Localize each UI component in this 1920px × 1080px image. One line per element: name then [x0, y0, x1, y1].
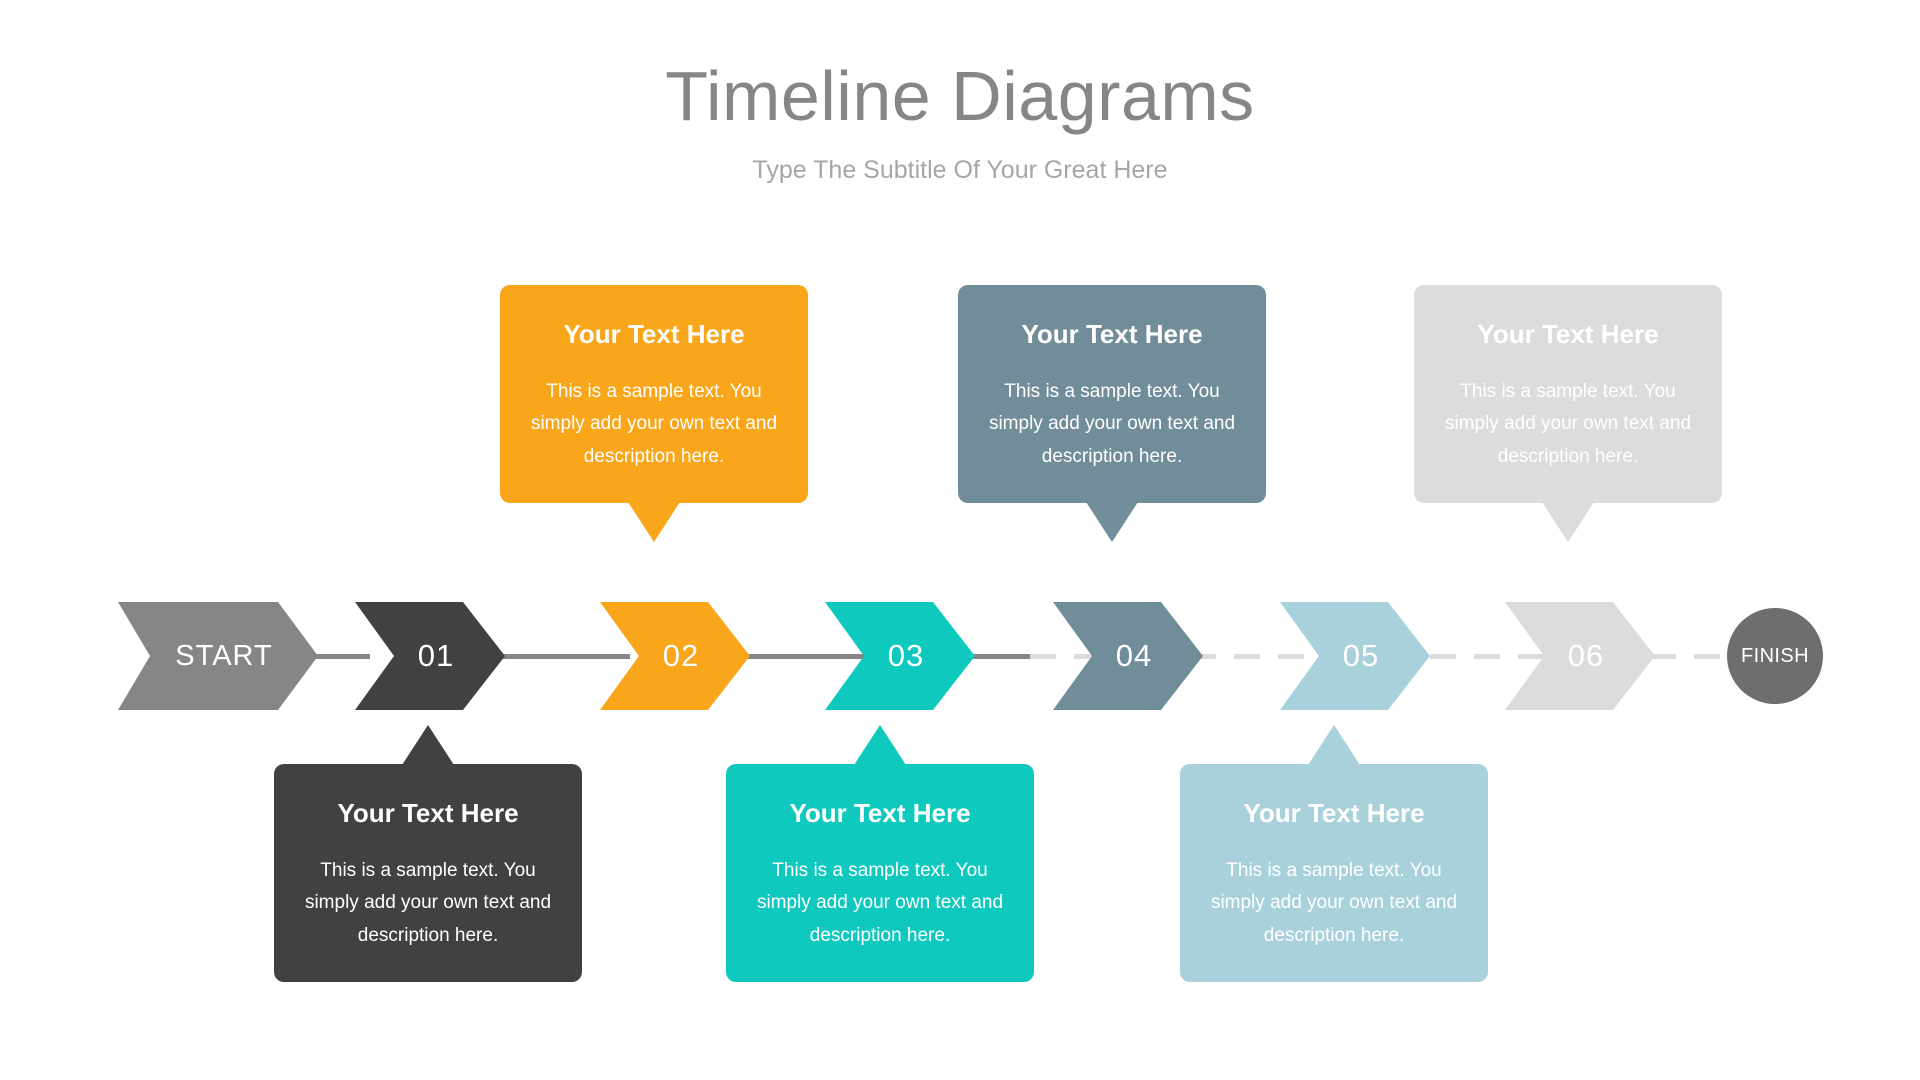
connector-05-06	[1430, 654, 1580, 659]
card-title: Your Text Here	[1021, 319, 1203, 349]
callout-card-03[interactable]: Your Text Here This is a sample text. Yo…	[726, 725, 1034, 983]
connector-03-04-dashed	[1030, 654, 1092, 659]
card-tail-icon	[628, 502, 680, 543]
card-tail-icon	[854, 725, 906, 765]
node-label: 04	[1115, 638, 1153, 673]
card-body: This is a sample text. You simply add yo…	[1444, 381, 1692, 467]
card-body: This is a sample text. You simply add yo…	[988, 381, 1236, 467]
callout-card-01[interactable]: Your Text Here This is a sample text. Yo…	[274, 725, 582, 983]
card-title: Your Text Here	[789, 798, 971, 828]
card-body: This is a sample text. You simply add yo…	[530, 381, 778, 467]
connector-02-03	[710, 654, 870, 659]
page-title: Timeline Diagrams	[665, 57, 1255, 135]
timeline-node-finish[interactable]: FINISH	[1727, 608, 1823, 704]
node-label: 05	[1342, 638, 1380, 673]
callout-card-06[interactable]: Your Text Here This is a sample text. Yo…	[1414, 285, 1722, 543]
connector-start-01	[290, 654, 370, 659]
node-label: 01	[417, 638, 455, 673]
callout-card-02[interactable]: Your Text Here This is a sample text. Yo…	[500, 285, 808, 543]
card-title: Your Text Here	[1477, 319, 1659, 349]
timeline-node-01[interactable]: 01	[355, 602, 505, 710]
card-tail-icon	[1308, 725, 1360, 765]
card-tail-icon	[402, 725, 454, 765]
connector-06-finish	[1650, 654, 1730, 659]
card-title: Your Text Here	[1243, 798, 1425, 828]
card-tail-icon	[1086, 502, 1138, 543]
timeline-node-start[interactable]: START	[118, 602, 318, 710]
card-body: This is a sample text. You simply add yo…	[1210, 860, 1458, 946]
node-label: FINISH	[1741, 644, 1809, 667]
connector-04-05	[1190, 654, 1350, 659]
callout-card-05[interactable]: Your Text Here This is a sample text. Yo…	[1180, 725, 1488, 983]
card-title: Your Text Here	[337, 798, 519, 828]
node-label: 02	[662, 638, 700, 673]
card-tail-icon	[1542, 502, 1594, 543]
page-header: Timeline Diagrams Type The Subtitle Of Y…	[0, 57, 1920, 185]
card-body: This is a sample text. You simply add yo…	[304, 860, 552, 946]
connector-01-02	[480, 654, 630, 659]
callout-card-04[interactable]: Your Text Here This is a sample text. Yo…	[958, 285, 1266, 543]
node-label: START	[175, 639, 273, 672]
node-label: 06	[1567, 638, 1605, 673]
card-body: This is a sample text. You simply add yo…	[756, 860, 1004, 946]
card-title: Your Text Here	[563, 319, 745, 349]
node-label: 03	[887, 638, 925, 673]
timeline-rail: START 01 02 03 04 05 06 FINISH	[0, 602, 1920, 712]
connector-03-04	[950, 654, 1030, 659]
page-subtitle: Type The Subtitle Of Your Great Here	[752, 155, 1168, 184]
